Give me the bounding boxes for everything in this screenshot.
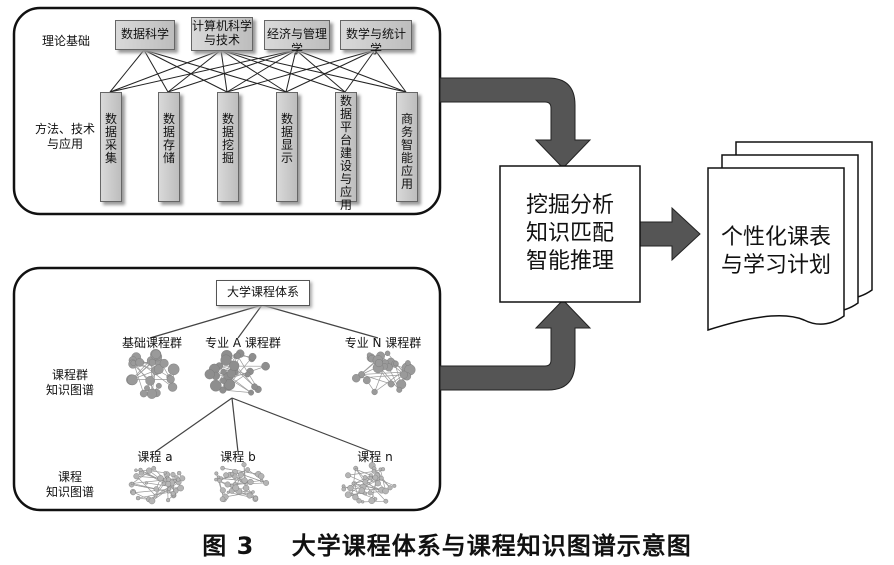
curriculum-system-box: 大学课程体系	[216, 280, 310, 306]
theory-method-links	[109, 49, 407, 93]
row-label-methods: 方法、技术 与应用	[34, 122, 95, 151]
output-document-stack	[707, 141, 873, 332]
arrow-curriculum-to-center	[439, 299, 592, 391]
theory-box-computer-science: 计算机科学 与技术	[191, 17, 253, 51]
row-label-group-graph: 课程群 知识图谱	[45, 368, 94, 397]
center-box-text: 挖掘分析 知识匹配 智能推理	[525, 193, 614, 274]
course-label-b: 课程 b	[220, 450, 256, 464]
row-label-theory: 理论基础	[41, 34, 90, 48]
system-links	[149, 304, 379, 453]
arrow-theory-to-center	[439, 77, 592, 169]
group-label-basic: 基础课程群	[121, 336, 182, 350]
course-label-a: 课程 a	[137, 450, 173, 464]
group-label-major-a: 专业 A 课程群	[205, 336, 281, 350]
theory-box-economics: 经济与管理学	[264, 20, 330, 56]
course-label-n: 课程 n	[357, 450, 393, 464]
method-box-display: 数据显示	[276, 92, 298, 202]
method-box-storage: 数据存储	[158, 92, 180, 202]
method-box-collection: 数据采集	[100, 92, 122, 202]
row-label-course-graph: 课程 知识图谱	[45, 470, 94, 499]
arrow-center-to-output	[639, 206, 701, 262]
output-document-text: 个性化课表 与学习计划	[720, 225, 831, 278]
figure-caption: 图 3 大学课程体系与课程知识图谱示意图	[202, 532, 692, 560]
center-box	[499, 165, 641, 303]
method-box-bi: 商务智能应用	[396, 92, 418, 202]
group-label-major-n: 专业 N 课程群	[344, 336, 422, 350]
theory-box-math-stats: 数学与统计学	[340, 20, 412, 56]
method-box-mining: 数据挖掘	[217, 92, 239, 202]
method-box-platform: 数据平台建设与应用	[335, 92, 357, 212]
knowledge-graphs	[126, 348, 416, 505]
theory-box-data-science: 数据科学	[115, 20, 175, 50]
